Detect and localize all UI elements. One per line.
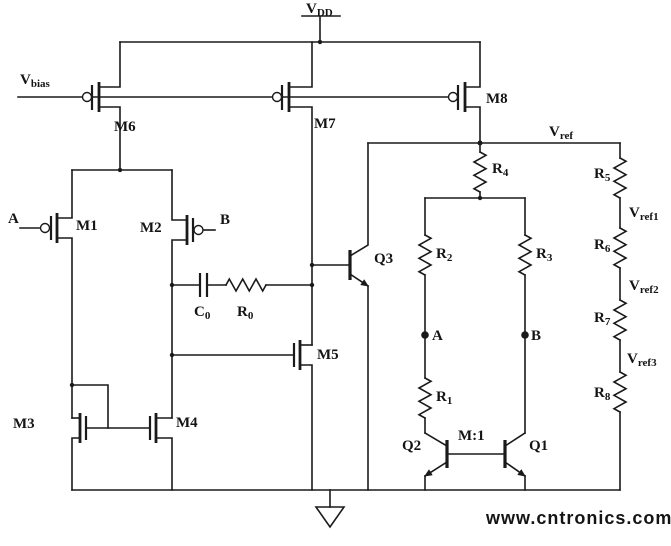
label-m4: M4 [176, 415, 198, 431]
m6-source-wire [98, 41, 121, 88]
transistor-m2 [185, 215, 204, 245]
transistor-m1 [39, 213, 59, 243]
pmos-bubble-icon [271, 91, 283, 103]
transistor-m5 [292, 340, 302, 370]
ground-symbol-icon [314, 506, 346, 529]
label-input-b: B [220, 212, 230, 228]
junction-dot [117, 167, 123, 173]
labels: VDD Vbias Vref Vref1 Vref2 Vref3 M6 M7 M… [8, 1, 659, 454]
vdd-terminal [301, 15, 341, 43]
pmos-bubble-icon [81, 91, 93, 103]
junction-dot [477, 140, 483, 146]
label-m8: M8 [486, 91, 508, 107]
q2-collector-diagonal [423, 431, 449, 448]
m2-source-wire [171, 169, 188, 221]
pmos-bubble-icon [447, 91, 459, 103]
junction-dots [69, 39, 529, 388]
junction-dot [309, 282, 315, 288]
resistor-r0 [224, 277, 268, 293]
junction-dot [69, 382, 75, 388]
node-b-dot [521, 331, 529, 339]
m3-source-wire [71, 437, 81, 491]
label-input-a: A [8, 211, 19, 227]
q3-collector-wire [348, 142, 369, 258]
label-vref1: Vref1 [629, 205, 659, 223]
label-m5: M5 [317, 347, 339, 363]
label-node-a: A [432, 328, 443, 344]
resistor-r2 [417, 233, 433, 277]
label-r2: R2 [436, 246, 453, 264]
label-q1: Q1 [529, 438, 548, 454]
site-watermark: www.cntronics.com [485, 508, 671, 528]
label-r0: R0 [237, 304, 254, 322]
pmos-bubble-icon [39, 222, 51, 234]
label-m1: M1 [76, 218, 98, 234]
label-m7: M7 [314, 116, 336, 132]
m8-source-wire [464, 41, 481, 88]
resistor-r1 [417, 376, 433, 420]
label-q3: Q3 [374, 251, 393, 267]
label-m6: M6 [114, 119, 136, 135]
circuit-wires [17, 15, 621, 529]
m1-source-wire [56, 169, 73, 219]
m2-drain-wire [171, 239, 188, 419]
label-vref3: Vref3 [627, 351, 657, 369]
label-r4: R4 [492, 161, 509, 179]
label-q2: Q2 [402, 438, 421, 454]
label-r1: R1 [436, 389, 452, 407]
transistor-m7 [271, 82, 291, 112]
resistor-r3 [517, 233, 533, 277]
m4-source-wire [155, 437, 173, 491]
transistor-m4 [148, 413, 158, 443]
label-vbias: Vbias [20, 72, 51, 90]
transistor-m6 [81, 82, 101, 112]
resistors [224, 150, 628, 420]
m7-drain-wire [288, 106, 313, 346]
junction-dot [169, 282, 175, 288]
transistor-m8 [447, 82, 467, 112]
m5-source-wire [299, 364, 313, 491]
m8-drain-wire [464, 106, 481, 144]
q3-emitter-diagonal [348, 272, 370, 288]
label-vref: Vref [549, 124, 573, 142]
junction-dot [309, 262, 315, 268]
resistor-r8 [612, 370, 628, 414]
label-ratio: M:1 [458, 428, 485, 444]
node-a-dot [421, 331, 429, 339]
junction-dot [169, 352, 175, 358]
label-r3: R3 [536, 246, 553, 264]
branch-top-wire [424, 191, 526, 199]
label-r6: R6 [594, 237, 611, 255]
label-node-b: B [531, 328, 541, 344]
resistor-r6 [612, 226, 628, 270]
pmos-bubble-icon [193, 224, 204, 236]
m3-diode-tie [71, 384, 109, 429]
label-r7: R7 [594, 310, 611, 328]
q1-emitter-diagonal [503, 460, 527, 478]
label-m3: M3 [13, 416, 35, 432]
resistor-r5 [612, 156, 628, 200]
resistor-r4 [472, 150, 488, 194]
junction-dot [477, 195, 483, 201]
label-r8: R8 [594, 385, 611, 403]
q2-emitter-diagonal [423, 460, 449, 478]
transistor-m3 [78, 413, 88, 443]
label-vdd: VDD [306, 1, 333, 19]
m6-drain-wire [98, 106, 121, 171]
label-vref2: Vref2 [629, 278, 659, 296]
junction-dot [317, 39, 323, 45]
q1-collector-diagonal [503, 431, 527, 448]
label-r5: R5 [594, 166, 611, 184]
label-c0: C0 [194, 304, 211, 322]
label-m2: M2 [140, 220, 162, 236]
capacitor-c0 [198, 273, 209, 297]
m1-drain-wire [56, 237, 73, 419]
resistor-r7 [612, 298, 628, 342]
m7-source-wire [288, 41, 313, 88]
